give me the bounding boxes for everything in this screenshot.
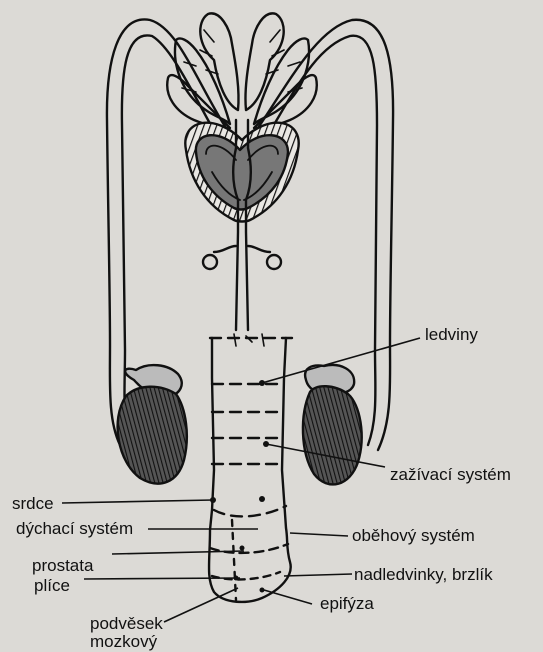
testis-left <box>118 365 187 484</box>
label-epifyza: epifýza <box>320 594 374 613</box>
label-obehovy-system: oběhový systém <box>352 526 475 545</box>
seminal-vesicles <box>167 13 317 128</box>
label-zazivaci-system: zažívací systém <box>390 465 511 484</box>
label-podvesek: podvěsek <box>90 614 163 633</box>
testis-right <box>303 365 362 484</box>
label-dychaci-system: dýchací systém <box>16 519 133 538</box>
bulbourethral-glands <box>203 246 281 269</box>
label-mozkovy: mozkový <box>90 632 157 651</box>
label-srdce: srdce <box>12 494 54 513</box>
label-nadledvinky-brzlik: nadledvinky, brzlík <box>354 565 493 584</box>
label-prostata: prostata <box>32 556 93 575</box>
penis-shaft <box>209 334 292 602</box>
label-plice: plíce <box>34 576 70 595</box>
prostate <box>185 123 298 222</box>
label-ledviny: ledviny <box>425 325 478 344</box>
